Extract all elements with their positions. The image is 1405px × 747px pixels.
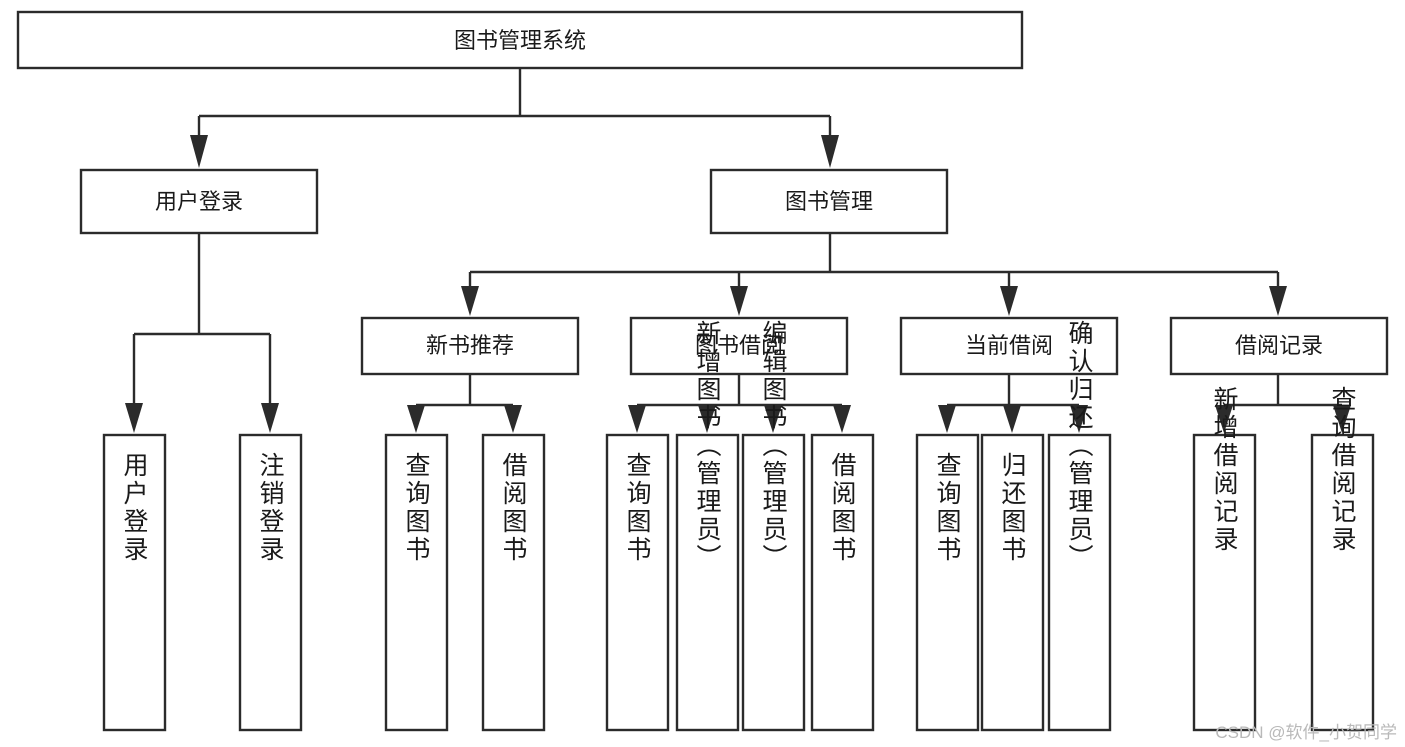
arrow-bookmgmt-to-bookborrow-icon (730, 286, 748, 316)
arrow-currentborrow-to-leaf2-icon (1003, 405, 1021, 433)
node-user-login-box[interactable] (79, 168, 319, 235)
leaf-currentborrow-confirm-return-label: 确认归还（管理员） (1065, 320, 1094, 572)
leaf-newbook-query-book-box[interactable] (384, 433, 449, 732)
node-book-management-box[interactable] (709, 168, 949, 235)
node-book-borrow-box[interactable] (629, 316, 849, 376)
leaf-currentborrow-query-book[interactable]: 查询图书 (915, 433, 980, 732)
leaf-bookborrow-borrow-book[interactable]: 借阅图书 (810, 433, 875, 732)
leaf-bookborrow-query-book-label: 查询图书 (623, 452, 652, 564)
node-root[interactable]: 图书管理系统 (16, 10, 1024, 70)
connector-group-bookborrow (628, 374, 851, 433)
leaf-currentborrow-return-book-label: 归还图书 (998, 452, 1027, 564)
leaf-bookborrow-add-book-label: 新增图书（管理员） (693, 320, 722, 572)
leaf-borrowrecord-query-record-label: 查询借阅记录 (1328, 386, 1357, 554)
node-current-borrow[interactable]: 当前借阅 (899, 316, 1119, 376)
leaf-bookborrow-borrow-book-label: 借阅图书 (828, 452, 857, 564)
leaf-user-login-logout[interactable]: 注销登录 (238, 433, 303, 732)
leaf-user-login-login[interactable]: 用户登录 (102, 433, 167, 732)
arrow-bookmgmt-to-newbook-icon (461, 286, 479, 316)
connector-group-userlogin (125, 233, 279, 433)
node-book-management-label: 图书管理 (785, 189, 873, 214)
node-book-management[interactable]: 图书管理 (709, 168, 949, 235)
leaf-currentborrow-query-book-label: 查询图书 (933, 452, 962, 564)
leaf-bookborrow-borrow-book-box[interactable] (810, 433, 875, 732)
arrow-bookmgmt-to-borrowrecord-icon (1269, 286, 1287, 316)
leaf-user-login-logout-box[interactable] (238, 433, 303, 732)
arrow-userlogin-to-leaf2-icon (261, 403, 279, 433)
leaf-bookborrow-edit-book-label: 编辑图书（管理员） (759, 320, 788, 572)
leaf-currentborrow-confirm-return[interactable]: 确认归还（管理员） (1047, 320, 1112, 732)
node-new-book-recommend-box[interactable] (360, 316, 580, 376)
leaf-newbook-borrow-book-label: 借阅图书 (499, 452, 528, 564)
connector-group-newbook (407, 374, 522, 433)
node-current-borrow-box[interactable] (899, 316, 1119, 376)
leaf-currentborrow-confirm-return-box[interactable] (1047, 433, 1112, 732)
leaf-bookborrow-add-book[interactable]: 新增图书（管理员） (675, 320, 740, 732)
leaf-borrowrecord-query-record[interactable]: 查询借阅记录 (1310, 386, 1375, 732)
node-new-book-recommend[interactable]: 新书推荐 (360, 316, 580, 376)
leaf-borrowrecord-add-record[interactable]: 新增借阅记录 (1192, 386, 1257, 732)
leaf-newbook-query-book[interactable]: 查询图书 (384, 433, 449, 732)
arrow-userlogin-to-leaf1-icon (125, 403, 143, 433)
arrow-root-to-bookmgmt-icon (821, 135, 839, 168)
arrow-root-to-login-icon (190, 135, 208, 168)
node-borrow-record-label: 借阅记录 (1235, 333, 1323, 358)
node-current-borrow-label: 当前借阅 (965, 333, 1053, 358)
arrow-newbook-to-leaf1-icon (407, 405, 425, 433)
leaf-currentborrow-query-book-box[interactable] (915, 433, 980, 732)
leaf-borrowrecord-add-record-label: 新增借阅记录 (1210, 386, 1239, 554)
leaf-currentborrow-return-book-box[interactable] (980, 433, 1045, 732)
csdn-watermark: CSDN @软件_小贺同学 (1215, 723, 1397, 742)
node-new-book-recommend-label: 新书推荐 (426, 333, 514, 358)
arrow-borrowrecord-to-leaf1-icon (1215, 405, 1233, 433)
node-root-box[interactable] (16, 10, 1024, 70)
leaf-bookborrow-query-book[interactable]: 查询图书 (605, 433, 670, 732)
arrow-bookborrow-to-leaf4-icon (833, 405, 851, 433)
node-root-label: 图书管理系统 (454, 28, 586, 53)
leaf-borrowrecord-add-record-box[interactable] (1192, 433, 1257, 732)
connector-group-borrowrecord (1215, 374, 1351, 433)
leaf-bookborrow-edit-book[interactable]: 编辑图书（管理员） (741, 320, 806, 732)
leaf-user-login-login-label: 用户登录 (120, 452, 149, 564)
arrow-bookborrow-to-leaf2-icon (698, 405, 716, 433)
arrow-currentborrow-to-leaf3-icon (1070, 405, 1088, 433)
connector-group-root (190, 68, 839, 168)
leaf-newbook-borrow-book[interactable]: 借阅图书 (481, 433, 546, 732)
connector-group-currentborrow (938, 374, 1088, 433)
arrow-borrowrecord-to-leaf2-icon (1333, 405, 1351, 433)
node-user-login-label: 用户登录 (155, 189, 243, 214)
leaf-bookborrow-query-book-box[interactable] (605, 433, 670, 732)
arrow-bookborrow-to-leaf3-icon (764, 405, 782, 433)
arrow-bookmgmt-to-currentborrow-icon (1000, 286, 1018, 316)
connector-group-bookmgmt (461, 233, 1287, 316)
leaf-newbook-query-book-label: 查询图书 (402, 452, 431, 564)
arrow-bookborrow-to-leaf1-icon (628, 405, 646, 433)
node-borrow-record-box[interactable] (1169, 316, 1389, 376)
leaf-borrowrecord-query-record-box[interactable] (1310, 433, 1375, 732)
node-user-login[interactable]: 用户登录 (79, 168, 319, 235)
leaf-bookborrow-edit-book-box[interactable] (741, 433, 806, 732)
leaf-currentborrow-return-book[interactable]: 归还图书 (980, 433, 1045, 732)
arrow-newbook-to-leaf2-icon (504, 405, 522, 433)
arrow-currentborrow-to-leaf1-icon (938, 405, 956, 433)
leaf-user-login-login-box[interactable] (102, 433, 167, 732)
leaf-bookborrow-add-book-box[interactable] (675, 433, 740, 732)
leaf-newbook-borrow-book-box[interactable] (481, 433, 546, 732)
node-borrow-record[interactable]: 借阅记录 (1169, 316, 1389, 376)
leaf-user-login-logout-label: 注销登录 (256, 452, 285, 564)
node-book-borrow-label: 图书借阅 (695, 333, 783, 358)
node-book-borrow[interactable]: 图书借阅 (629, 316, 849, 376)
